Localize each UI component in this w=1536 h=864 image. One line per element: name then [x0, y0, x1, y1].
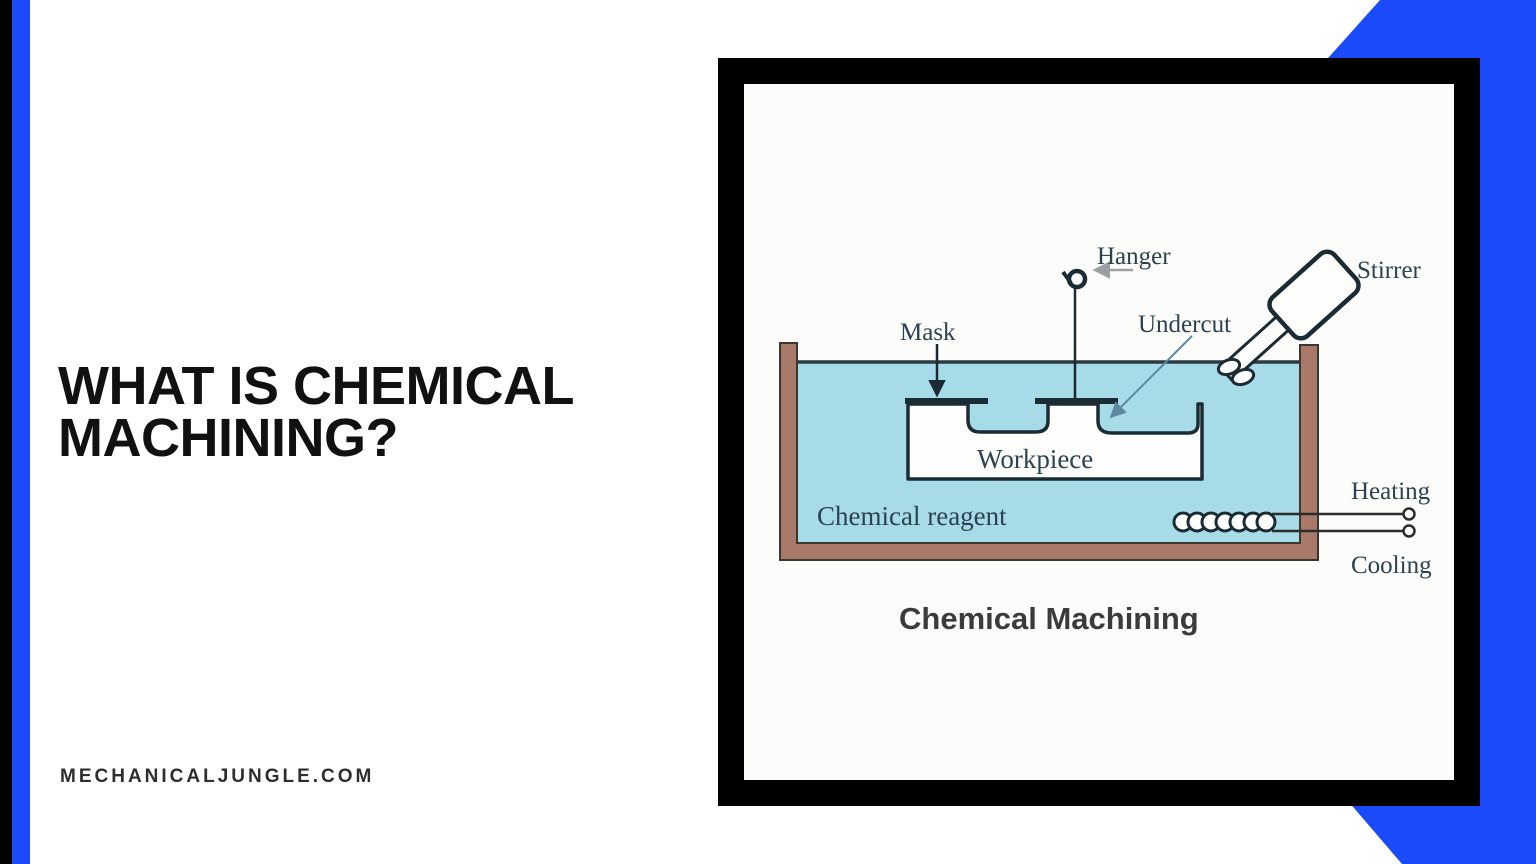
chemical-machining-diagram: Workpiece: [779, 243, 1432, 636]
stirrer: [1216, 249, 1361, 387]
heating-coil: [1172, 507, 1416, 538]
stirrer-label: Stirrer: [1357, 257, 1422, 284]
workpiece-label: Workpiece: [977, 444, 1093, 474]
cooling-label: Cooling: [1351, 552, 1432, 579]
left-black-strip: [0, 0, 12, 864]
page-title: WHAT IS CHEMICAL MACHINING?: [58, 356, 573, 468]
diagram-caption: Chemical Machining: [899, 601, 1199, 636]
hanger: [1061, 268, 1088, 401]
undercut-label: Undercut: [1138, 311, 1231, 338]
website-url: MECHANICALJUNGLE.COM: [60, 766, 375, 787]
heating-label: Heating: [1351, 478, 1431, 505]
chemical-reagent-label: Chemical reagent: [817, 501, 1007, 531]
tank: [779, 342, 1319, 561]
heating-terminal: [1402, 507, 1416, 521]
mask-label: Mask: [900, 319, 956, 346]
undercut-arrow: [1109, 335, 1193, 419]
cooling-terminal: [1402, 524, 1416, 538]
stirrer-blades: [1216, 357, 1256, 387]
hanger-label: Hanger: [1097, 243, 1171, 270]
left-blue-strip: [12, 0, 30, 864]
